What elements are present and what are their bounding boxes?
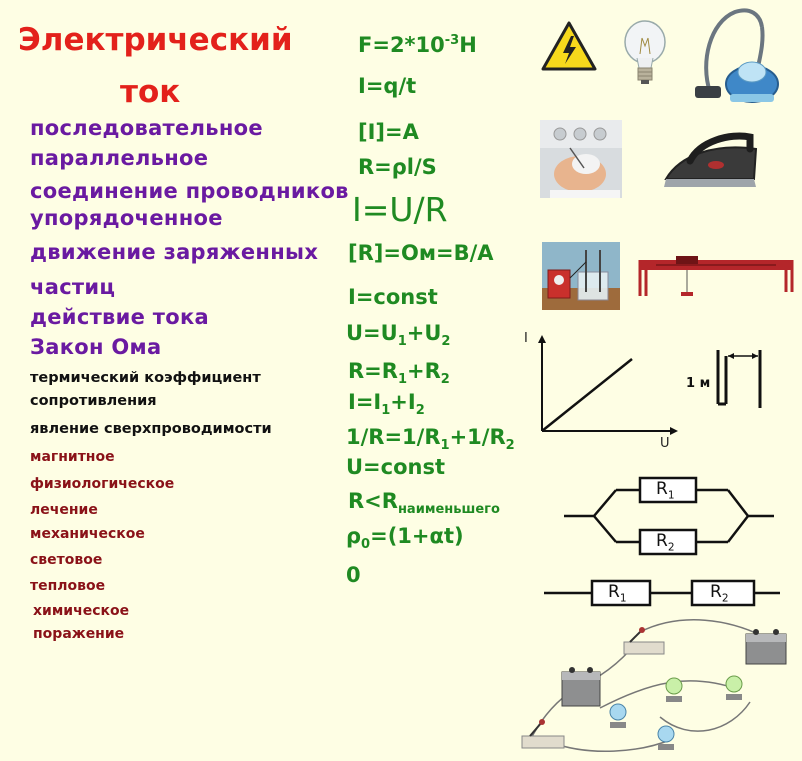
light-bulb-icon	[624, 20, 666, 84]
term-injury: поражение	[33, 626, 125, 642]
formula-force: F=2*10-3Н	[358, 33, 477, 57]
term-light: световое	[30, 552, 103, 568]
parallel-circuit	[564, 476, 774, 556]
physiotherapy-photo	[540, 120, 622, 198]
formula-zero: 0	[346, 563, 361, 587]
formula-thermal-resistivity: ρ0=(1+αt)	[346, 524, 464, 553]
term-treatment: лечение	[30, 502, 98, 518]
formula-current-const: I=const	[348, 285, 438, 309]
term-mechanical: механическое	[30, 526, 145, 542]
term-connection: соединение проводников	[30, 179, 349, 203]
formula-resistivity: R=ρl/S	[358, 155, 437, 179]
formula-current-sum: I=I1+I2	[348, 390, 425, 419]
crane-icon	[638, 256, 794, 296]
formula-current-unit: [I]=A	[358, 120, 419, 144]
term-motion: движение заряженных	[30, 240, 319, 264]
formula-current-charge: I=q/t	[358, 74, 417, 98]
term-resistance: сопротивления	[30, 393, 157, 409]
term-magnetic: магнитное	[30, 449, 115, 465]
term-current-action: действие тока	[30, 305, 210, 329]
formula-min-resistance: R<Rнаименьшего	[348, 489, 500, 518]
iu-graph	[538, 335, 678, 435]
formula-voltage-sum: U=U1+U2	[346, 321, 451, 350]
formula-resistance-unit: [R]=Ом=В/А	[348, 241, 494, 265]
term-thermal: тепловое	[30, 578, 106, 594]
term-series: последовательное	[30, 116, 263, 140]
electrolysis-photo	[542, 242, 620, 310]
formula-parallel-resistance: 1/R=1/R1+1/R2	[346, 425, 515, 454]
formula-ohm-law: I=U/R	[352, 190, 448, 229]
high-voltage-icon	[541, 21, 597, 71]
graph-y-label: I	[524, 331, 528, 346]
term-parallel: параллельное	[30, 146, 209, 170]
term-ordered: упорядоченное	[30, 206, 223, 230]
term-chemical: химическое	[33, 603, 130, 619]
formula-voltage-const: U=const	[346, 455, 446, 479]
term-physiological: физиологическое	[30, 476, 175, 492]
series-r2-label: R2	[710, 582, 729, 605]
title-line-1: Электрический	[18, 22, 293, 58]
parallel-r1-label: R1	[656, 479, 675, 502]
formula-resistance-sum: R=R1+R2	[348, 359, 450, 388]
term-thermal-coefficient: термический коэффициент	[30, 370, 261, 386]
parallel-r2-label: R2	[656, 531, 675, 554]
title-line-2: ток	[120, 74, 181, 110]
conductor-diagram	[716, 350, 762, 408]
term-superconductivity: явление сверхпроводимости	[30, 421, 272, 437]
circuit-drawing	[521, 619, 787, 753]
term-particles: частиц	[30, 275, 116, 299]
series-circuit	[544, 579, 780, 607]
term-ohm-law: Закон Ома	[30, 335, 162, 359]
vacuum-cleaner-icon	[695, 8, 779, 103]
iron-icon	[664, 132, 758, 187]
conductor-length-label: 1 м	[686, 376, 711, 391]
series-r1-label: R1	[608, 582, 627, 605]
graph-x-label: U	[660, 436, 670, 451]
